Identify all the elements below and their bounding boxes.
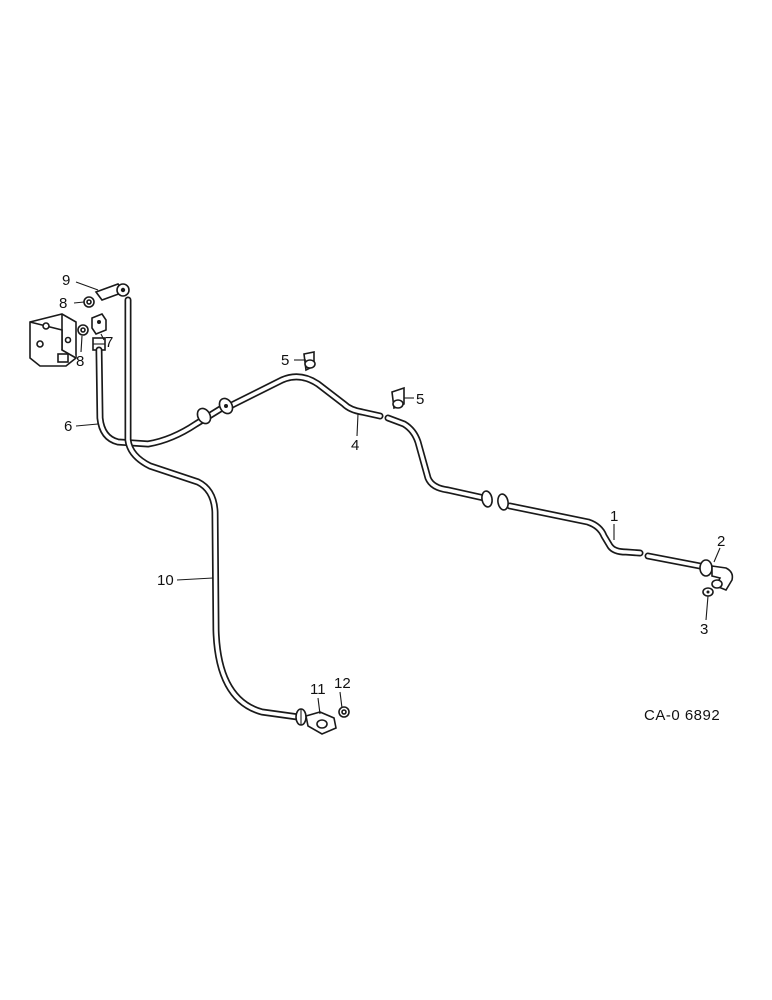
callout-5-right: 5 (416, 391, 424, 408)
elbow-fitting-11 (305, 711, 337, 735)
callout-6: 6 (64, 418, 72, 435)
callout-12: 12 (334, 675, 351, 692)
fitting-elbow-9 (94, 283, 130, 301)
callout-1: 1 (610, 508, 618, 525)
tube-6 (95, 346, 226, 448)
callout-8-upper: 8 (59, 295, 67, 312)
elbow-fitting-2 (699, 559, 734, 591)
union-nut-left (196, 397, 234, 425)
callout-11: 11 (310, 681, 326, 698)
fitting-o-ring-8-lower (77, 324, 89, 336)
tube-end-nut-bottom (295, 708, 307, 726)
callout-9: 9 (62, 272, 70, 289)
drawing-code: CA-0 6892 (644, 707, 720, 724)
callout-10: 10 (157, 572, 174, 589)
tube-10 (124, 296, 302, 721)
union-nut-right (481, 490, 509, 511)
leader-lines (73, 281, 721, 715)
callout-5-left: 5 (281, 352, 289, 369)
washer-3 (702, 587, 714, 597)
o-ring-12 (338, 706, 350, 718)
clamp-5-right (391, 386, 405, 410)
valve-block (29, 313, 77, 367)
clamp-5-left (303, 351, 316, 372)
callout-2: 2 (717, 533, 725, 550)
callout-3: 3 (700, 621, 708, 638)
callout-7: 7 (105, 334, 113, 351)
tube-4 (228, 373, 488, 502)
callout-8-lower: 8 (76, 353, 84, 370)
callout-4: 4 (351, 437, 359, 454)
callouts: 9 8 7 8 6 10 5 5 4 1 2 3 11 12 (59, 272, 725, 698)
tube-1 (506, 502, 704, 570)
fitting-o-ring-8-upper (83, 296, 95, 308)
fitting-connector-7 (91, 313, 107, 335)
